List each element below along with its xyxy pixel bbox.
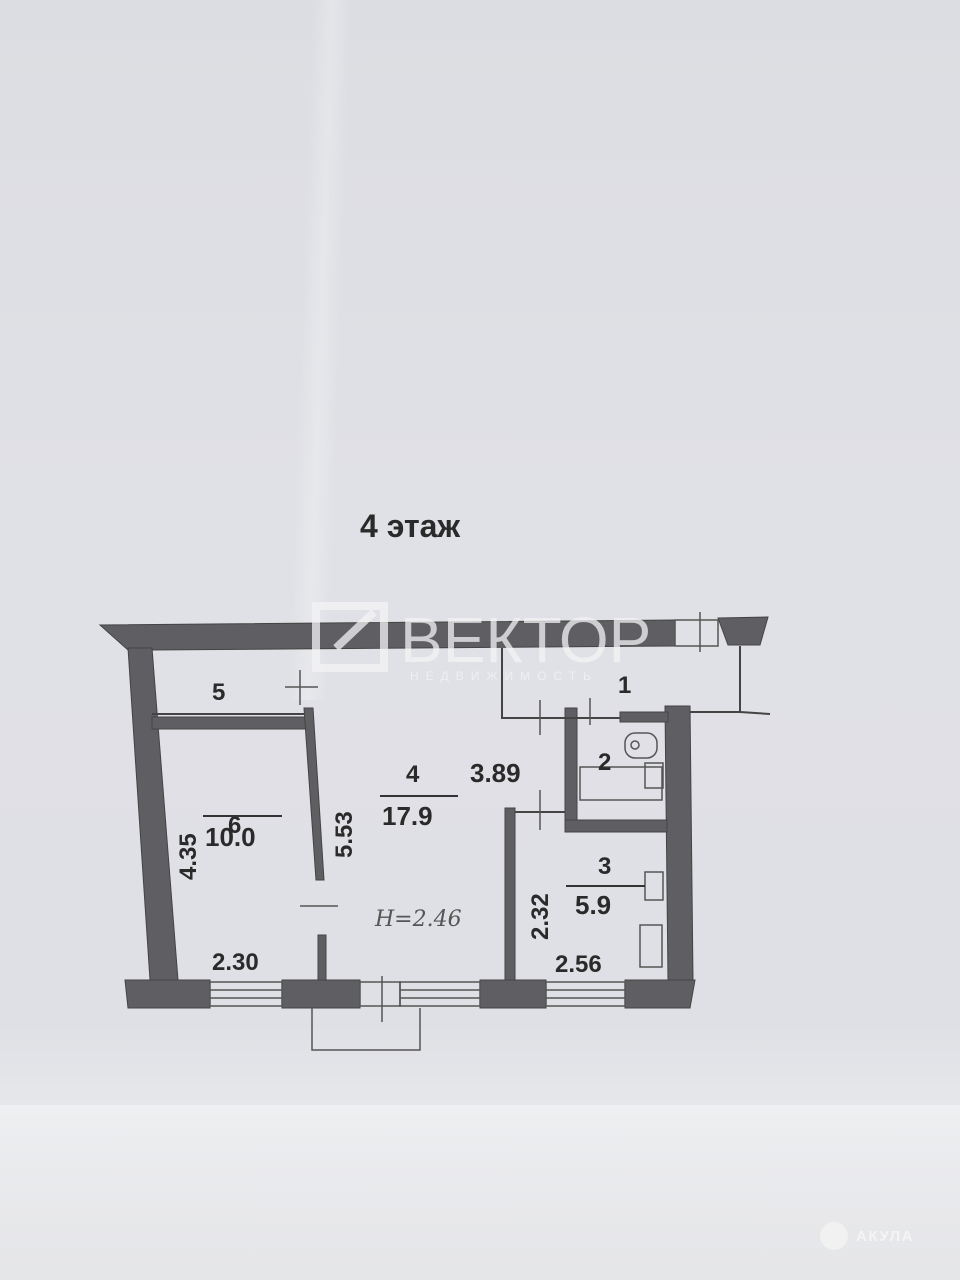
room-4-number: 4 xyxy=(406,761,420,788)
akula-badge: АКУЛА xyxy=(820,1222,914,1250)
room-5-number: 5 xyxy=(212,679,225,706)
room-4-length: 5.53 xyxy=(331,811,358,858)
room-2-number: 2 xyxy=(598,749,611,776)
room-3-length: 2.32 xyxy=(527,893,554,940)
vektor-watermark: ВЕКТОР НЕДВИЖИМОСТЬ xyxy=(312,602,651,683)
stove-icon xyxy=(639,924,663,968)
wall-5-6 xyxy=(151,716,309,730)
room-4-width: 3.89 xyxy=(470,758,521,788)
fixtures xyxy=(579,732,664,968)
door-marks xyxy=(285,670,591,907)
shark-logo-icon xyxy=(820,1222,848,1250)
wall-1-bottom xyxy=(619,711,669,723)
room-1-number: 1 xyxy=(618,672,631,699)
room-4-area: 17.9 xyxy=(382,801,433,831)
wall-bottom-2 xyxy=(281,979,361,1009)
room-6-area: 10.0 xyxy=(205,822,256,852)
sink-icon xyxy=(644,762,664,789)
wall-bottom-1 xyxy=(124,979,211,1009)
wall-left xyxy=(127,647,179,981)
watermark-tagline: НЕДВИЖИМОСТЬ xyxy=(410,669,598,683)
wall-6-4-lower xyxy=(317,934,327,981)
room-3-width: 2.56 xyxy=(555,951,602,978)
kitchen-sink-icon xyxy=(644,871,664,901)
wall-right xyxy=(664,705,694,981)
room-6-number: 6 xyxy=(228,812,241,839)
bathtub-icon xyxy=(579,766,663,801)
room-3-area: 5.9 xyxy=(575,890,611,920)
wall-bottom-4 xyxy=(624,979,696,1009)
wall-top-right xyxy=(717,616,769,646)
wall-2-3 xyxy=(564,819,668,833)
wall-bottom-3 xyxy=(479,979,547,1009)
vektor-logo-icon xyxy=(312,602,388,672)
floor-title: 4 этаж xyxy=(360,508,460,544)
balcony xyxy=(311,1008,421,1051)
akula-label: АКУЛА xyxy=(856,1227,914,1245)
room-6-length: 4.35 xyxy=(175,833,202,880)
wall-6-4-upper xyxy=(303,707,325,881)
windows xyxy=(209,612,719,1051)
ceiling-height-note: H=2.46 xyxy=(374,907,462,932)
room-6-width: 2.30 xyxy=(212,949,259,976)
toilet-icon xyxy=(624,732,658,759)
room-3-number: 3 xyxy=(598,853,611,880)
wall-3-left xyxy=(504,807,516,981)
watermark-brand: ВЕКТОР xyxy=(400,604,651,676)
wall-2-left xyxy=(564,707,578,833)
paper-bottom-band xyxy=(0,1105,960,1280)
